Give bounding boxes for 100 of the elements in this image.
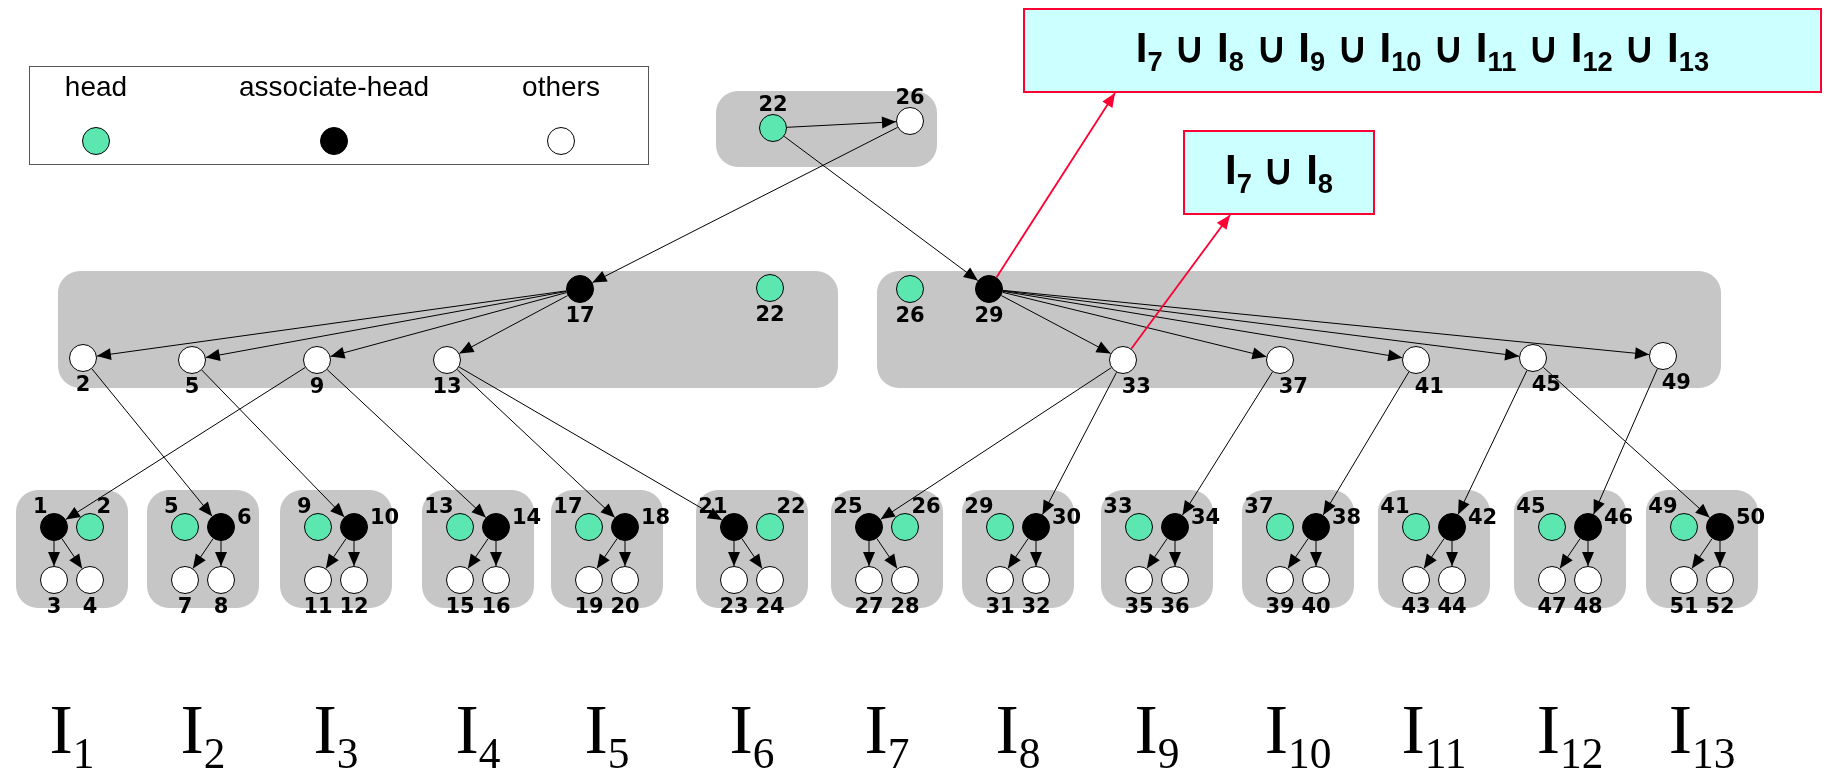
node-number: 28 [890,596,920,617]
node-number: 14 [512,507,542,529]
arrow [1322,371,1410,516]
arrow [728,540,740,567]
arrow [48,540,60,567]
node-number: 33 [1103,495,1133,517]
node-number: 37 [1244,495,1274,517]
node-number: 13 [424,495,454,517]
set-label: I$_{12}$ [1536,695,1604,776]
arrow [467,538,489,569]
arrow [741,538,763,569]
node-number: 44 [1437,596,1467,617]
node-number: 5 [184,376,200,397]
set-label: I$_{1}$ [49,695,95,776]
node-number: 40 [1301,596,1331,617]
arrow [201,369,345,518]
set-label: I$_{7}$ [864,695,910,776]
arrow [1002,290,1520,361]
node-number: 9 [296,495,312,517]
node-number: 22 [758,94,788,115]
arrow [596,538,618,569]
set-label: I$_{9}$ [1134,695,1180,776]
node-number: 43 [1401,596,1431,617]
node-number: 41 [1414,376,1444,397]
arrow [1002,290,1403,362]
node-number: 11 [303,596,333,617]
legend-label: associate-head [239,73,429,101]
node-number: 50 [1736,507,1766,529]
node-number: 26 [895,87,925,108]
arrow [65,367,306,520]
node-number: 1 [32,495,48,517]
node-number: 35 [1124,596,1154,617]
node-number: 20 [610,596,640,617]
arrow [348,540,360,567]
callout-box: I$_{7}$ ∪ I$_{8}$ ∪ I$_{9}$ ∪ I$_{10}$ ∪ I$_{11}$ ∪ I$_{12}$ ∪ I$_{13}$ [1023,8,1822,93]
node-number: 34 [1191,507,1221,529]
set-label: I$_{13}$ [1668,695,1736,776]
node-number: 21 [698,495,728,517]
arrow [1042,371,1117,516]
set-label: I$_{2}$ [180,695,226,776]
arrow [1002,291,1267,360]
node-number: 9 [309,376,325,397]
node-number: 12 [339,596,369,617]
node-number: 26 [911,495,941,517]
arrow [325,538,347,569]
arrow [1000,295,1112,354]
callout-arrow [1130,214,1231,350]
node-number: 24 [755,596,785,617]
arrow [880,367,1112,520]
node-number: 17 [553,495,583,517]
node-number: 37 [1278,376,1308,397]
arrow [1457,370,1528,515]
node-number: 52 [1705,596,1735,617]
arrow [1582,540,1594,567]
arrow [61,538,83,569]
node-number: 45 [1531,374,1561,395]
arrow [458,366,723,521]
node-number: 13 [432,376,462,397]
node-number: 22 [755,304,785,325]
arrow [876,538,898,569]
arrow [1007,538,1029,569]
set-label: I$_{8}$ [995,695,1041,776]
node-number: 17 [565,305,595,326]
arrow [1714,540,1726,567]
node-number: 22 [776,495,806,517]
arrow [456,369,616,518]
node-number: 49 [1661,372,1691,393]
arrow [1691,538,1713,569]
arrow [1542,366,1711,519]
set-label: I$_{11}$ [1401,695,1467,776]
node-number: 33 [1121,376,1151,397]
node-number: 29 [974,305,1004,326]
node-number: 15 [445,596,475,617]
arrow [786,116,897,129]
set-label: I$_{5}$ [584,695,630,776]
node-number: 25 [833,495,863,517]
arrow [205,291,567,361]
node-number: 10 [370,507,400,529]
arrow [326,369,487,518]
arrow [1002,289,1650,360]
node-number: 46 [1604,507,1634,529]
node-number: 2 [96,495,112,517]
node-number: 51 [1669,596,1699,617]
node-number: 47 [1537,596,1567,617]
arrow [1287,538,1309,569]
legend-label: head [64,73,128,101]
node-number: 2 [75,374,91,395]
node-number: 38 [1332,507,1362,529]
node-number: 42 [1468,507,1498,529]
arrow [330,292,567,359]
arrow [1182,371,1273,516]
arrow [619,540,631,567]
node-number: 8 [213,596,229,617]
arrow [1146,538,1168,569]
node-number: 45 [1516,495,1546,517]
node-number: 18 [641,507,671,529]
node-number: 31 [985,596,1015,617]
callout-box: I$_{7}$ ∪ I$_{8}$ [1183,130,1375,215]
arrow [1310,540,1322,567]
arrow [1446,540,1458,567]
